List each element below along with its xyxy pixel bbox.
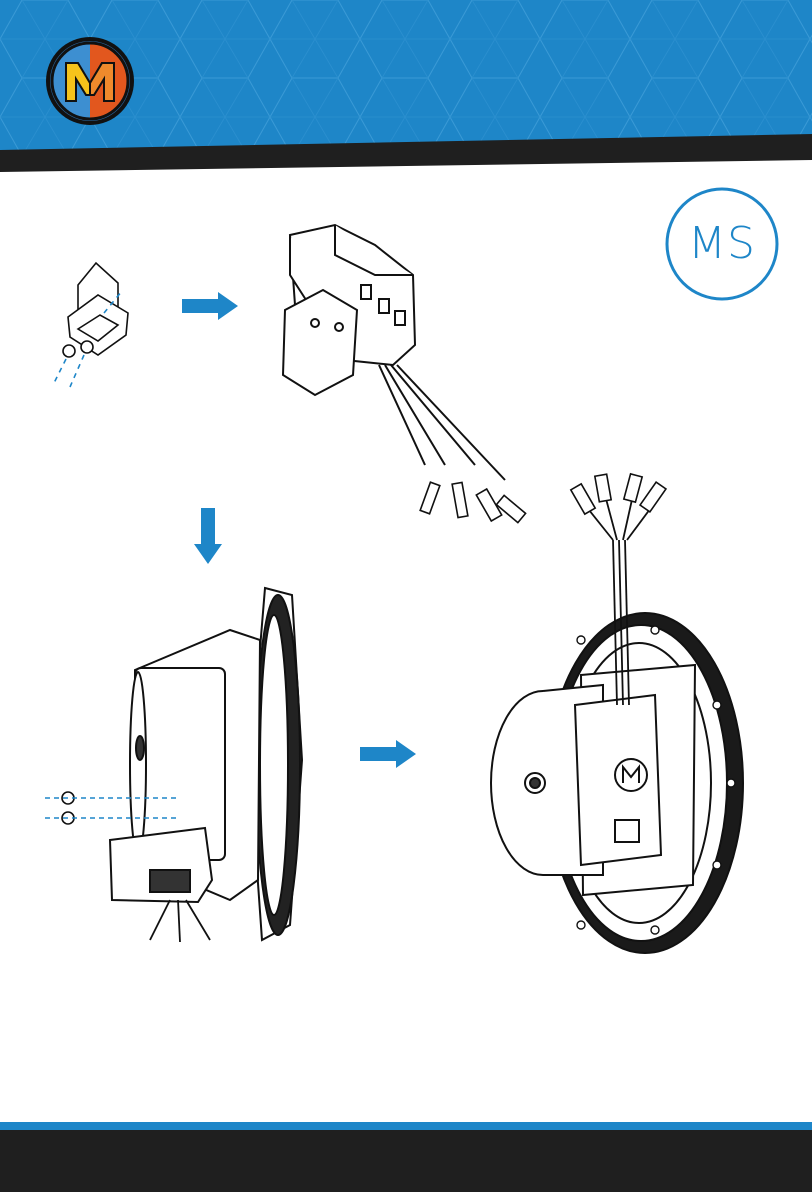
arrow-right-icon [182, 292, 238, 320]
footer-bar [0, 1130, 812, 1192]
brand-logo [44, 35, 136, 127]
speaker-side-view-illustration [40, 580, 320, 950]
ms-badge-text: MS [664, 214, 780, 274]
brand-m-logo-icon [44, 35, 136, 127]
footer-accent-line [0, 1122, 812, 1130]
arrow-down-icon [194, 508, 222, 564]
speaker-rear-view-illustration [485, 465, 750, 960]
arrow-right-icon [360, 740, 416, 768]
bracket-with-screws-illustration [48, 255, 138, 390]
